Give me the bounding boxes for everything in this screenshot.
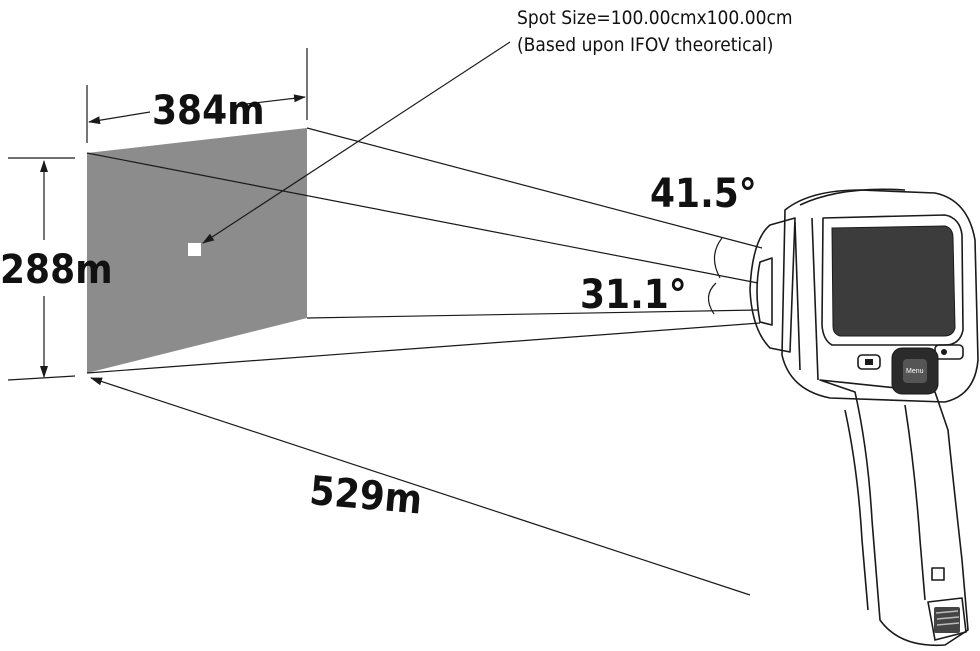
height-ext-bottom — [7, 375, 76, 381]
camera-screen — [831, 225, 956, 337]
battery-grip — [934, 607, 960, 633]
angle-arc-vertical — [707, 282, 717, 315]
horizontal-angle-label: 41.5° — [650, 171, 757, 217]
vertical-angle-label: 31.1° — [580, 272, 687, 318]
camera-right-button — [934, 344, 964, 360]
width-arrow-right — [245, 94, 306, 105]
fov-line-top-right — [306, 127, 763, 249]
spot-size-label: Spot Size=100.00cmx100.00cm — [517, 7, 793, 29]
camera-left-button — [857, 354, 881, 370]
fov-line-top-left — [86, 152, 759, 284]
spot-basis-label: (Based upon IFOV theoretical) — [517, 34, 773, 56]
distance-arrow — [90, 377, 751, 596]
angle-arc-horizontal — [713, 237, 723, 279]
camera-menu-label: Menu — [906, 368, 924, 375]
fov-line-bottom-left — [86, 322, 761, 374]
fov-line-bottom-right — [306, 309, 759, 319]
thermal-camera-icon: Menu — [749, 188, 979, 647]
height-label: 288m — [0, 247, 113, 293]
width-arrow-left — [88, 111, 151, 125]
width-label: 384m — [152, 88, 265, 134]
spot-pointer-arrow — [202, 41, 511, 244]
distance-label: 529m — [308, 468, 424, 524]
measurement-spot — [188, 243, 201, 256]
